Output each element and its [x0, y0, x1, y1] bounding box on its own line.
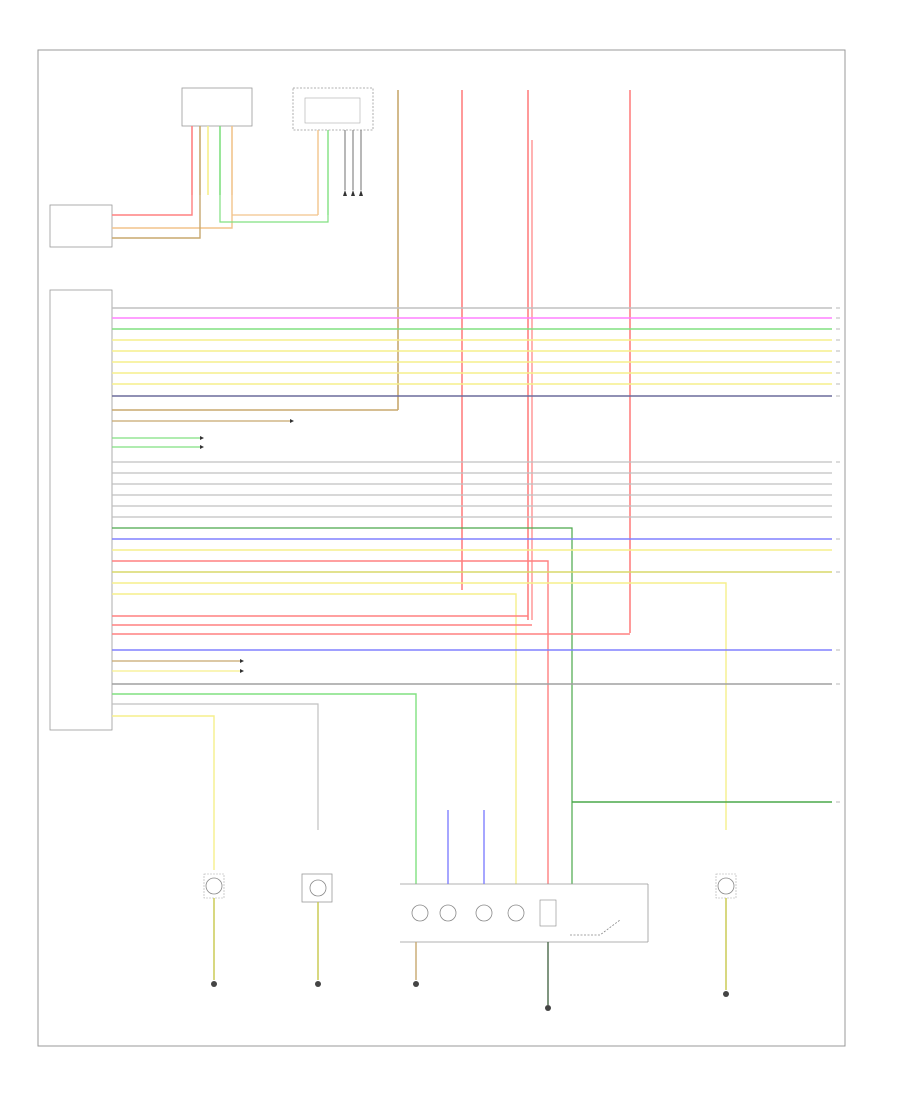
connector-arrow-icon: [200, 190, 363, 673]
left-lamp: [203, 830, 225, 987]
bulb-icon: [717, 877, 735, 895]
bulb-icon: [507, 904, 525, 922]
center-left-lamp: [301, 873, 333, 987]
harness-bus-upper: [112, 307, 832, 397]
bulb-icon: [475, 904, 493, 922]
left-main-module: [49, 289, 113, 731]
right-edge-markers: [836, 307, 840, 803]
bulb-icon: [411, 904, 429, 922]
ground-icon: [413, 981, 419, 987]
harness-bus-lower: [112, 615, 832, 884]
harness-bus-middle: [112, 409, 832, 884]
small-module-wires: [112, 195, 329, 239]
ground-icon: [545, 1005, 551, 1011]
center-lamp-assembly: [400, 810, 649, 1011]
bulb-icon: [205, 877, 223, 895]
ground-icon: [723, 991, 729, 997]
left-small-module: [49, 204, 113, 248]
bulb-icon: [309, 879, 327, 897]
diagram-frame: [37, 49, 846, 1047]
ground-icon: [211, 981, 217, 987]
bulb-icon: [439, 904, 457, 922]
right-lamp: [715, 873, 737, 997]
top-left-module: [181, 87, 253, 195]
top-center-module: [292, 87, 374, 215]
ground-icon: [315, 981, 321, 987]
